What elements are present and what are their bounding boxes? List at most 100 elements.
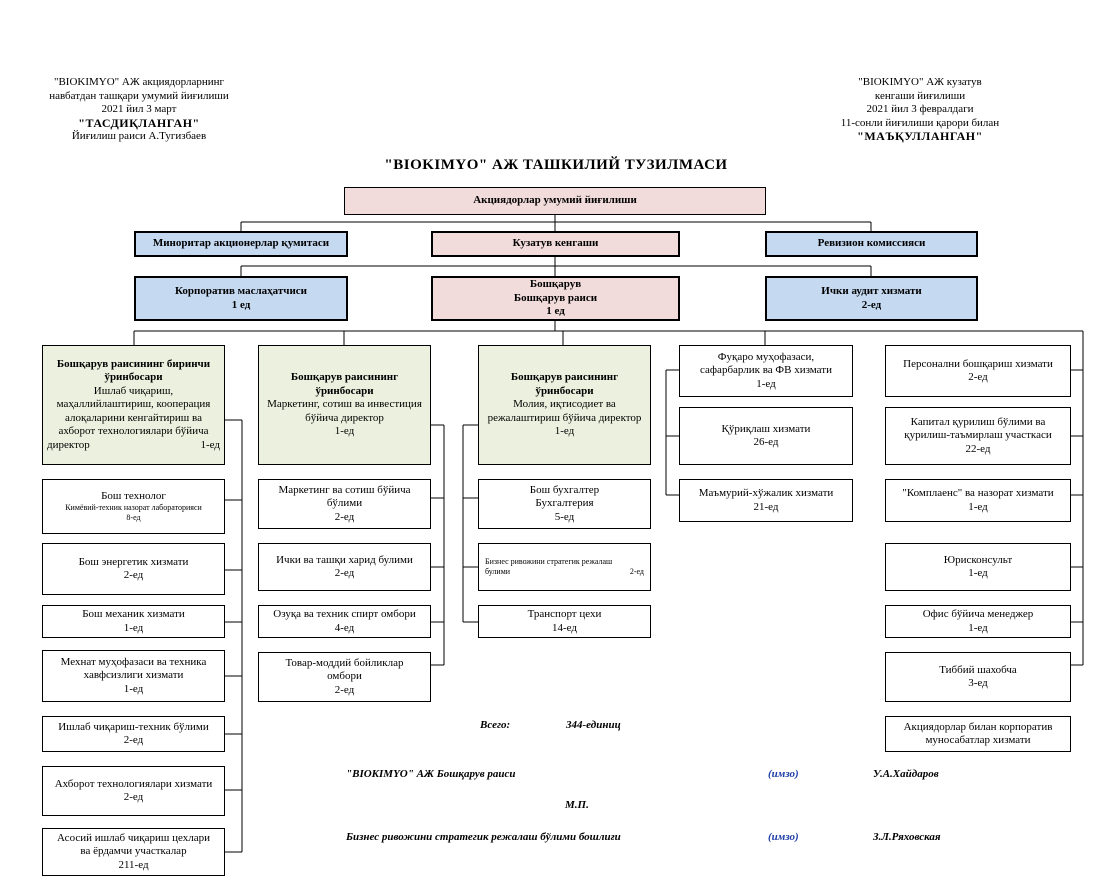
capital-construction-box: Капитал қурилиш бўлими ва қурилиш-таъмир… <box>885 407 1071 465</box>
signature-role-planning: Бизнес ривожини стратегик режалаш бўлими… <box>346 831 621 843</box>
box-label: бўлими <box>326 497 363 510</box>
box-count: 2-ед <box>123 734 144 746</box>
labor-safety-box: Мехнат муҳофазаси ва техника хавфсизлиги… <box>42 650 225 702</box>
box-count: 2-ед <box>334 683 355 696</box>
box-label: Ахборот технологиялари хизмати <box>54 777 213 790</box>
box-label: Фуқаро муҳофазаси, <box>717 350 815 363</box>
box-label: Озуқа ва техник спирт омбори <box>273 608 416 620</box>
office-manager-box: Офис бўйича менеджер 1-ед <box>885 605 1071 638</box>
deputy-role: Ишлаб чиқариш, маҳаллийлаштириш, коопера… <box>56 384 211 438</box>
security-service-box: Қўриқлаш хизмати 26-ед <box>679 407 853 465</box>
compliance-box: "Комплаенс" ва назорат хизмати 1-ед <box>885 479 1071 522</box>
box-label: қурилиш-таъмирлаш участкаси <box>904 429 1052 442</box>
box-count: 1 ед <box>546 305 565 318</box>
medical-point-box: Тиббий шахобча 3-ед <box>885 652 1071 702</box>
box-label: Қўриқлаш хизмати <box>721 422 811 435</box>
box-label: Акциядорлар билан корпоратив <box>903 720 1053 733</box>
header-left-line: "BIOKIMYO" АЖ акциядорларнинг <box>53 76 225 88</box>
box-label: Акциядорлар умумий йиғилиши <box>473 194 637 207</box>
box-label: Ички аудит хизмати <box>821 285 922 297</box>
deputy-title: Бошқарув раисининг ўринбосари <box>290 371 399 397</box>
administrative-service-box: Маъмурий-хўжалик хизмати 21-ед <box>679 479 853 522</box>
box-count: 1-ед <box>968 621 988 634</box>
box-count: 2-ед <box>334 567 355 579</box>
chief-accountant-box: Бош бухгалтер Бухгалтерия 5-ед <box>478 479 651 529</box>
header-right-line: кенгаши йиғилиши <box>874 89 966 102</box>
supervisory-board-box: Кузатув кенгаши <box>431 231 680 257</box>
box-label: Мехнат муҳофазаси ва техника <box>60 655 207 668</box>
box-count: 1-ед <box>968 500 988 513</box>
stamp-place: М.П. <box>565 799 589 811</box>
goods-warehouse-box: Товар-моддий бойликлар омбори 2-ед <box>258 652 431 702</box>
box-label: Бош технолог <box>101 489 166 502</box>
deputy-role-end: директор <box>47 438 90 451</box>
box-label: Товар-моддий бойликлар <box>285 656 404 669</box>
box-label: Транспорт цехи <box>527 608 602 620</box>
box-count: 2-ед <box>629 567 644 576</box>
box-row: булими 2-ед <box>485 567 644 577</box>
management-board-box: Бошқарув Бошқарув раиси 1 ед <box>431 276 680 321</box>
chief-energy-box: Бош энергетик хизмати 2-ед <box>42 543 225 595</box>
box-label: Капитал қурилиш бўлими ва <box>910 415 1046 428</box>
box-label: булими <box>485 567 511 576</box>
header-right-line: "BIOKIMYO" АЖ кузатув <box>858 76 982 88</box>
box-label: Бош бухгалтер <box>529 483 600 496</box>
civil-defense-box: Фуқаро муҳофазаси, сафарбарлик ва ФВ хиз… <box>679 345 853 397</box>
corporate-consultant-box: Корпоратив маслаҳатчиси 1 ед <box>134 276 348 321</box>
procurement-box: Ички ва ташқи харид булими 2-ед <box>258 543 431 591</box>
marketing-sales-box: Маркетинг ва сотиш бўйича бўлими 2-ед <box>258 479 431 529</box>
box-label: Маркетинг ва сотиш бўйича <box>278 483 411 496</box>
deputy-marketing-box: Бошқарув раисининг ўринбосари Маркетинг,… <box>258 345 431 465</box>
box-label: сафарбарлик ва ФВ хизмати <box>700 364 832 377</box>
transport-shop-box: Транспорт цехи 14-ед <box>478 605 651 638</box>
header-left-approved: "ТАСДИҚЛАНГАН" <box>78 115 200 130</box>
signature-mark: (имзо) <box>768 831 799 843</box>
box-count: 21-ед <box>753 500 779 513</box>
box-label: Тиббий шахобча <box>939 663 1017 676</box>
box-count: 211-ед <box>118 858 149 871</box>
deputy-last-row: директор 1-ед <box>47 439 220 453</box>
box-label: Бош энергетик хизмати <box>78 555 189 568</box>
box-count: 14-ед <box>552 621 577 634</box>
box-label: Персонални бошқариш хизмати <box>903 357 1053 370</box>
production-technical-box: Ишлаб чиқариш-техник бўлими 2-ед <box>42 716 225 752</box>
box-label: Миноритар акционерлар қумитаси <box>152 237 330 250</box>
box-label: Корпоратив маслаҳатчиси <box>175 285 307 297</box>
approval-header-left: "BIOKIMYO" АЖ акциядорларнинг навбатдан … <box>24 76 254 144</box>
chief-technologist-box: Бош технолог Кимёвий-техник назорат лабо… <box>42 479 225 534</box>
box-label: Бизнес ривожини стратегик режалаш <box>485 557 613 566</box>
box-count: 2-ед <box>861 298 882 311</box>
box-label: Ички ва ташқи харид булими <box>276 553 413 566</box>
box-count: 22-ед <box>965 442 991 455</box>
box-label: Маъмурий-хўжалик хизмати <box>698 487 834 499</box>
header-left-date: 2021 йил 3 март <box>101 103 177 115</box>
box-label: Кузатув кенгаши <box>512 237 599 250</box>
chief-mechanic-box: Бош механик хизмати 1-ед <box>42 605 225 638</box>
box-count: 2-ед <box>334 510 355 523</box>
box-count: 1-ед <box>123 621 144 634</box>
box-count: 1 ед <box>231 298 251 311</box>
deputy-role: Молия, иқтисодиет ва режалаштириш бўйича… <box>487 398 642 424</box>
box-label: Бошқарув <box>529 278 582 291</box>
box-label: хавфсизлиги хизмати <box>83 669 184 682</box>
deputy-count: 1-ед <box>554 425 575 438</box>
header-right-date: 2021 йил 3 февралдаги <box>866 103 974 115</box>
box-count: 26-ед <box>753 436 779 448</box>
box-label: Офис бўйича менеджер <box>922 608 1034 620</box>
deputy-title: Бошқарув раисининг биринчи ўринбосари <box>56 357 211 384</box>
box-label: Юрисконсульт <box>943 553 1013 566</box>
legal-counsel-box: Юрисконсульт 1-ед <box>885 543 1071 591</box>
deputy-role: Маркетинг, сотиш ва инвестиция бўйича ди… <box>267 398 422 424</box>
minority-committee-box: Миноритар акционерлар қумитаси <box>134 231 348 257</box>
main-workshops-box: Асосий ишлаб чиқариш цехлари ва ёрдамчи … <box>42 828 225 876</box>
box-count: 1-ед <box>756 377 776 390</box>
header-left-chair: Йиғилиш раиси А.Тугизбаев <box>71 130 207 142</box>
deputy-count: 1-ед <box>200 438 221 451</box>
box-count: 2-ед <box>968 371 988 383</box>
box-count: 2-ед <box>123 791 144 803</box>
box-count: 5-ед <box>554 510 575 523</box>
shareholders-meeting-box: Акциядорлар умумий йиғилиши <box>344 187 766 215</box>
signature-name-chairman: У.А.Хайдаров <box>873 768 939 780</box>
box-label: Бухгалтерия <box>535 497 594 510</box>
